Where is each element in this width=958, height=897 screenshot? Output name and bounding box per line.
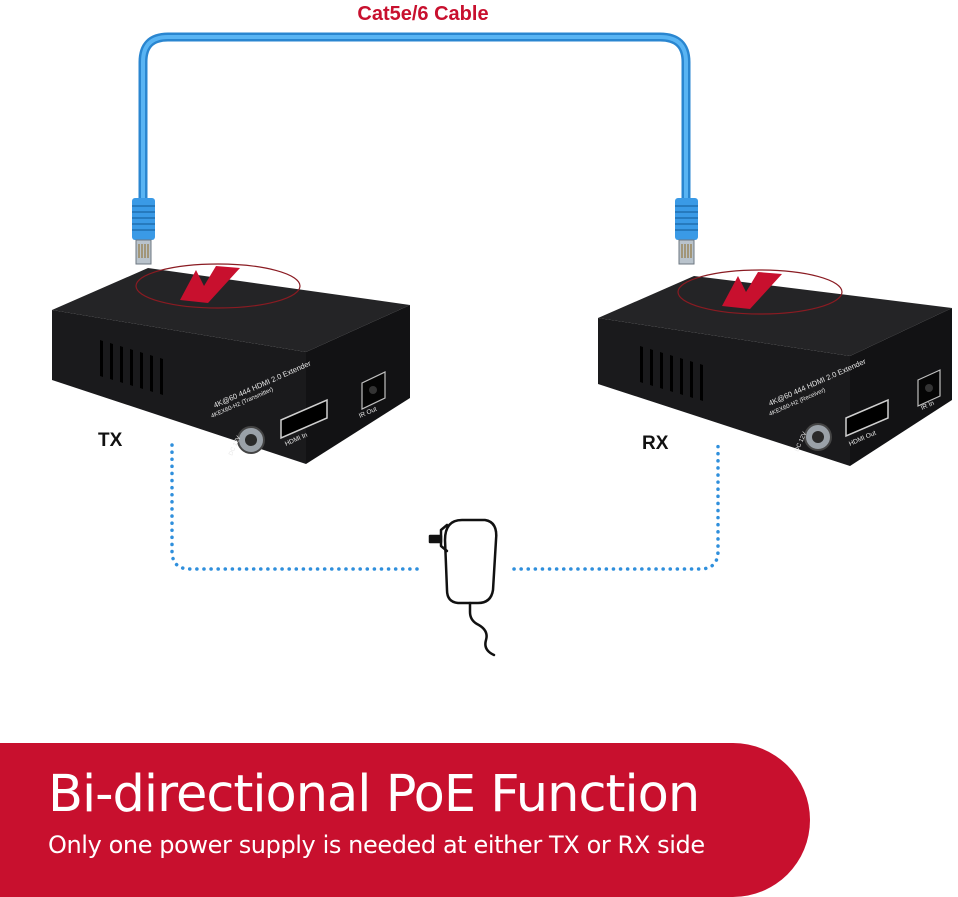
rx-cable-connector <box>675 198 698 265</box>
tx-hdmi-port <box>280 398 328 440</box>
tx-label: TX <box>98 430 123 451</box>
network-cable <box>138 32 691 205</box>
power-path <box>170 443 720 571</box>
tx-ir-port <box>361 371 386 410</box>
rx-dc-port <box>804 423 832 451</box>
tx-dc-port <box>237 426 265 454</box>
feature-banner: Bi-directional PoE Function Only one pow… <box>0 743 810 897</box>
rx-label: RX <box>642 433 669 454</box>
rx-hdmi-port <box>845 398 889 438</box>
tx-device: 4K@60 444 HDMI 2.0 Extender 4KEX60-H2 (T… <box>52 263 410 464</box>
rx-ir-port <box>917 369 941 407</box>
logo-arc <box>677 269 843 315</box>
brand-logo-icon <box>180 266 240 303</box>
power-adapter-icon <box>428 518 498 657</box>
logo-arc <box>135 263 301 309</box>
cable-label: Cat5e/6 Cable <box>357 3 489 25</box>
banner-subtitle: Only one power supply is needed at eithe… <box>48 831 705 859</box>
brand-logo-icon <box>722 272 782 309</box>
tx-cable-connector <box>132 198 155 265</box>
rx-device: 4K@60 444 HDMI 2.0 Extender 4KEX60-H2 (R… <box>598 269 952 466</box>
banner-title: Bi-directional PoE Function <box>48 765 700 824</box>
